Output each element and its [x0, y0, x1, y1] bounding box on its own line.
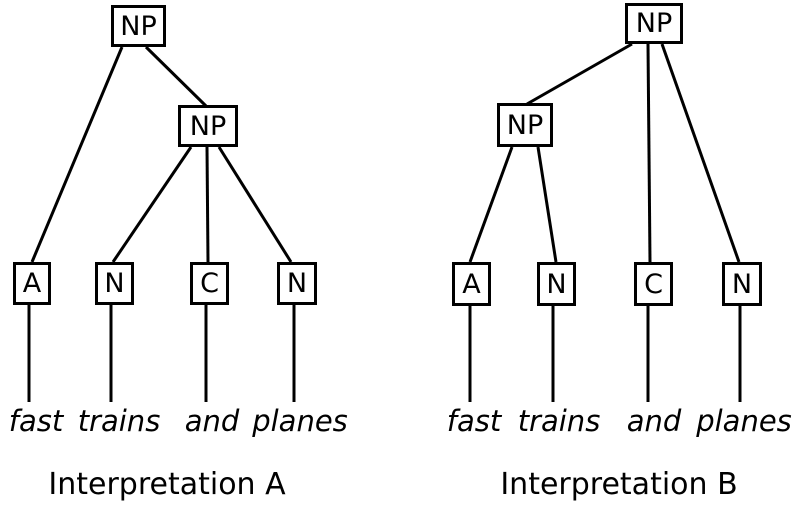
edge-b-root-to-n2: [660, 43, 741, 263]
edge-a-np-to-n2: [217, 146, 293, 263]
word-a-trains: trains: [77, 404, 161, 438]
node-a-leaf-c: C: [190, 262, 229, 305]
caption-interpretation-b: Interpretation B: [500, 467, 738, 502]
node-b-inner-np: NP: [497, 103, 553, 147]
node-b-root-np: NP: [625, 3, 683, 44]
edge-b-np-to-a: [468, 146, 514, 263]
word-a-and: and: [184, 404, 240, 438]
tree-a-edges: [27, 45, 296, 402]
tree-b-edges: [468, 42, 742, 402]
node-a-inner-np: NP: [178, 105, 238, 147]
word-b-and: and: [626, 404, 682, 438]
edge-b-root-to-np: [526, 42, 633, 106]
edge-a-np-to-n1: [111, 146, 193, 263]
edge-b-np-to-n1: [536, 146, 558, 263]
edge-a-np-to-c: [205, 146, 210, 263]
node-b-leaf-a: A: [452, 262, 491, 306]
word-a-planes: planes: [252, 404, 348, 438]
edge-a-root-to-a: [30, 46, 124, 263]
edge-b-root-to-c: [646, 43, 652, 263]
node-b-leaf-n2: N: [722, 262, 762, 306]
node-a-leaf-n2: N: [277, 262, 317, 305]
word-b-trains: trains: [517, 404, 601, 438]
node-b-leaf-c: C: [634, 262, 673, 306]
edge-a-root-to-np: [144, 45, 208, 108]
node-a-leaf-a: A: [13, 262, 51, 305]
node-a-leaf-n1: N: [95, 262, 134, 305]
node-a-root-np: NP: [111, 5, 166, 47]
node-b-leaf-n1: N: [537, 262, 576, 306]
word-a-fast: fast: [8, 404, 64, 438]
caption-interpretation-a: Interpretation A: [48, 467, 286, 502]
word-b-fast: fast: [446, 404, 502, 438]
word-b-planes: planes: [696, 404, 792, 438]
